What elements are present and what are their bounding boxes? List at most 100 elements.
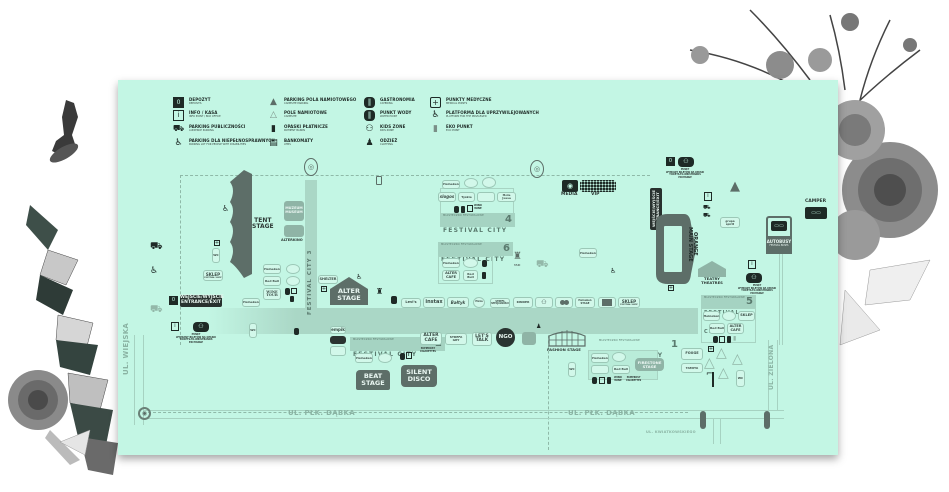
empik-chip[interactable]: empik bbox=[330, 326, 346, 334]
food-icon bbox=[285, 288, 290, 295]
info-icon: i bbox=[173, 110, 184, 121]
sponsor-chip[interactable] bbox=[477, 192, 495, 202]
kinder-chip[interactable]: KINDER bbox=[513, 297, 533, 308]
sklep-chip-east[interactable]: SKLEP bbox=[738, 311, 755, 321]
silent-disco-stage[interactable]: SILENT DISCO bbox=[401, 365, 437, 387]
redbull-chip[interactable]: Red Bull bbox=[612, 365, 630, 374]
kids-zone-chip[interactable]: ⚇ bbox=[535, 297, 553, 308]
water-icon: ‖ bbox=[364, 110, 375, 121]
cigarettes-label: PAPIEROSY CIGARETTES bbox=[626, 376, 642, 382]
shelter-chip[interactable]: SHELTER bbox=[318, 275, 338, 284]
tamiya-chip[interactable]: TAMIYA bbox=[681, 363, 703, 373]
mastercard-logo bbox=[559, 300, 565, 305]
tyskie-chip[interactable]: Tyskie bbox=[458, 192, 475, 202]
sklep-chip-west[interactable]: SKLEP FESTIVAL SHOP bbox=[203, 270, 223, 281]
instax-chip[interactable]: instax bbox=[423, 297, 445, 308]
pizza-chip[interactable] bbox=[482, 177, 496, 188]
heineken-chip[interactable]: Heineken bbox=[355, 353, 373, 363]
redbull-chip[interactable]: Red Bull bbox=[263, 276, 281, 286]
levis-chip[interactable]: Levi's bbox=[401, 298, 421, 308]
alter-stage-label[interactable]: ALTER STAGE bbox=[337, 287, 361, 302]
wine-tour-chip[interactable]: WINE TOUR bbox=[263, 288, 281, 300]
alter-cafe-chip[interactable]: ALTER CAFE bbox=[420, 332, 442, 345]
alter-cafe-chip[interactable]: ALTER CAFE bbox=[442, 270, 460, 281]
info-icon: i bbox=[704, 192, 712, 201]
baltic-chip[interactable]: Bałtyk bbox=[447, 297, 469, 308]
tent-stage-label[interactable]: TENT STAGE bbox=[252, 217, 274, 231]
fox-chip[interactable]: FOXGE bbox=[681, 348, 703, 360]
heineken-chip[interactable]: Heineken bbox=[263, 264, 281, 274]
grey-sponsor-chip[interactable] bbox=[522, 332, 536, 345]
wc-chip[interactable]: WC bbox=[736, 370, 745, 387]
sponsor-chip[interactable] bbox=[330, 346, 346, 356]
chat-bubble-chip[interactable] bbox=[464, 178, 478, 188]
pizza-chip[interactable]: Pizza bbox=[473, 297, 485, 308]
alter-cafe-chip[interactable]: ALTER CAFE bbox=[727, 323, 744, 334]
site-boundary-right bbox=[548, 310, 549, 450]
deposit-icon: 0 bbox=[173, 97, 184, 108]
lets-talk-chip[interactable]: LET'S TALK bbox=[472, 332, 492, 346]
roundabout-icon: ◉ bbox=[138, 407, 151, 420]
medical-icon: + bbox=[668, 284, 674, 291]
sklep-chip-centre[interactable]: SKLEP FESTIVAL SHOP bbox=[618, 297, 640, 308]
tower-icon: ◎ bbox=[304, 158, 318, 176]
theatres-label[interactable]: TEATRY THEATRES bbox=[701, 276, 723, 285]
strefa-chip[interactable]: STREFA SPECJALNOŚCI bbox=[490, 298, 510, 308]
crystal-tower-illustration bbox=[26, 205, 118, 475]
fashion-stage-label[interactable]: FASHION STAGE bbox=[547, 347, 581, 352]
museum-building[interactable]: MUZEUM MUSEUM bbox=[284, 201, 304, 221]
tower-icon: ◎ bbox=[530, 160, 544, 178]
exchange-icon: ⚇ bbox=[678, 157, 694, 167]
ngo-chip[interactable]: NGO bbox=[496, 328, 515, 347]
heineken-chip[interactable]: Heineken bbox=[703, 311, 720, 321]
sponsor-chip[interactable] bbox=[591, 365, 609, 374]
mastercard-chip[interactable] bbox=[555, 297, 573, 308]
atm-icon bbox=[467, 205, 473, 212]
exchange-icon: ⚇ bbox=[193, 322, 209, 332]
vip-area[interactable] bbox=[580, 180, 616, 192]
campsite-icon: △ bbox=[270, 110, 277, 120]
media-label[interactable]: MEDIA bbox=[561, 192, 578, 197]
chat-bubble-chip[interactable] bbox=[722, 311, 736, 321]
alterkino-building[interactable] bbox=[284, 225, 304, 237]
clothing-icon: ♟ bbox=[365, 138, 374, 148]
wc-chip-west[interactable]: WC bbox=[212, 248, 220, 263]
beat-stage[interactable]: BEAT STAGE bbox=[356, 370, 390, 390]
wc-chip[interactable]: WC bbox=[568, 362, 576, 377]
chat-bubble-chip[interactable] bbox=[378, 353, 392, 363]
vip-label[interactable]: VIP bbox=[591, 192, 600, 197]
orange-main-stage-label[interactable]: ORANGE MAIN STAGE bbox=[686, 227, 698, 262]
grupa-spirit-chip[interactable]: grupa spirit bbox=[720, 217, 740, 228]
firestone-stage[interactable]: FIRESTONE STAGE bbox=[635, 358, 664, 371]
redbull-chip[interactable]: Red Bull bbox=[709, 323, 725, 334]
medical-icon: + bbox=[708, 345, 714, 352]
slogos-chip[interactable]: slogos bbox=[438, 192, 456, 202]
badge-chip[interactable] bbox=[286, 276, 300, 286]
chat-bubble-chip[interactable] bbox=[612, 352, 626, 362]
heineken-chip[interactable]: Heineken bbox=[579, 248, 597, 258]
strefa-gry-chip[interactable]: STREFA GRY bbox=[445, 333, 467, 345]
heineken-stage-chip[interactable]: Heineken STAGE bbox=[575, 297, 595, 308]
bus-stop[interactable]: ▭▭ AUTOBUSY FESTIVAL BUSES bbox=[766, 216, 792, 254]
heineken-chip[interactable]: Heineken bbox=[442, 258, 460, 268]
chat-bubble-chip[interactable] bbox=[463, 258, 478, 268]
entrance-west[interactable]: WEJŚCIE/WYJŚCIE ENTRANCE/EXIT bbox=[180, 295, 224, 307]
wc-chip[interactable]: WC bbox=[249, 323, 257, 338]
heineken-chip[interactable]: Heineken bbox=[591, 353, 609, 363]
hola-jessa-chip[interactable]: Hola Jessa bbox=[497, 192, 516, 202]
exchange-west-label: PUNKT WYMIANY BILETÓW NA OPASKI TICKETS-… bbox=[176, 333, 216, 344]
campsite-parking-icon: ▲ bbox=[730, 178, 740, 194]
chat-bubble-chip[interactable] bbox=[286, 264, 300, 274]
camper-label[interactable]: CAMPER bbox=[805, 199, 827, 204]
heineken-chip[interactable]: Heineken bbox=[442, 180, 460, 189]
grey-square-chip[interactable] bbox=[598, 297, 616, 308]
strefa-gry-chip[interactable] bbox=[330, 336, 346, 344]
heineken-chip[interactable]: Heineken bbox=[242, 298, 260, 307]
redbull-chip[interactable]: Red Bull bbox=[463, 270, 478, 281]
exchange-north-label: PUNKT WYMIANY BILETÓW NA OPASKI TICKETS-… bbox=[666, 168, 705, 179]
